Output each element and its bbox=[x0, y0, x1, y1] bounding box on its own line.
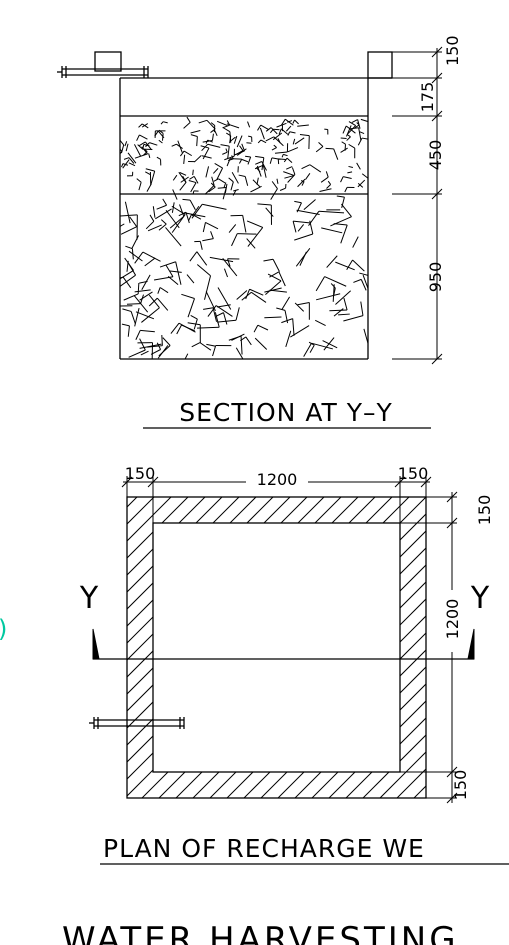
plan-drawing: Y Y 150 1200 150 bbox=[79, 464, 509, 865]
inlet-pipe bbox=[57, 66, 149, 78]
fine-filter-layer bbox=[120, 116, 368, 200]
plan-width-dimension bbox=[121, 468, 432, 523]
dim-950: 950 bbox=[426, 262, 445, 293]
dim-150-slab: 150 bbox=[443, 35, 462, 66]
dim-height-150-top: 150 bbox=[475, 495, 494, 526]
section-dimension-chain bbox=[392, 46, 443, 365]
dim-height-1200: 1200 bbox=[443, 599, 462, 640]
dim-175: 175 bbox=[418, 82, 437, 113]
coarse-filter-layer bbox=[120, 195, 368, 359]
cover-box bbox=[94, 51, 122, 72]
plan-title: PLAN OF RECHARGE WE bbox=[103, 834, 425, 863]
wall-cap bbox=[367, 51, 393, 79]
dim-height-150-bottom: 150 bbox=[451, 770, 470, 801]
outer-wall bbox=[126, 496, 427, 799]
section-mark-left: Y bbox=[79, 581, 99, 616]
section-drawing: 150 175 450 950 SECTION AT Y–Y bbox=[57, 35, 462, 429]
section-mark-right: Y bbox=[470, 581, 490, 616]
footer-title: WATER HARVESTING bbox=[62, 920, 459, 945]
plan-inlet-pipe bbox=[89, 717, 185, 729]
dim-width-150-right: 150 bbox=[398, 464, 429, 483]
inner-wall bbox=[152, 522, 401, 773]
wall-hatching bbox=[127, 497, 426, 798]
dim-width-150-left: 150 bbox=[125, 464, 156, 483]
dim-450: 450 bbox=[426, 140, 445, 171]
side-tag: ) bbox=[0, 615, 7, 643]
plan-height-dimension bbox=[400, 491, 464, 804]
section-title: SECTION AT Y–Y bbox=[179, 398, 393, 427]
dim-width-1200: 1200 bbox=[257, 470, 298, 489]
section-cut-line bbox=[92, 628, 475, 660]
